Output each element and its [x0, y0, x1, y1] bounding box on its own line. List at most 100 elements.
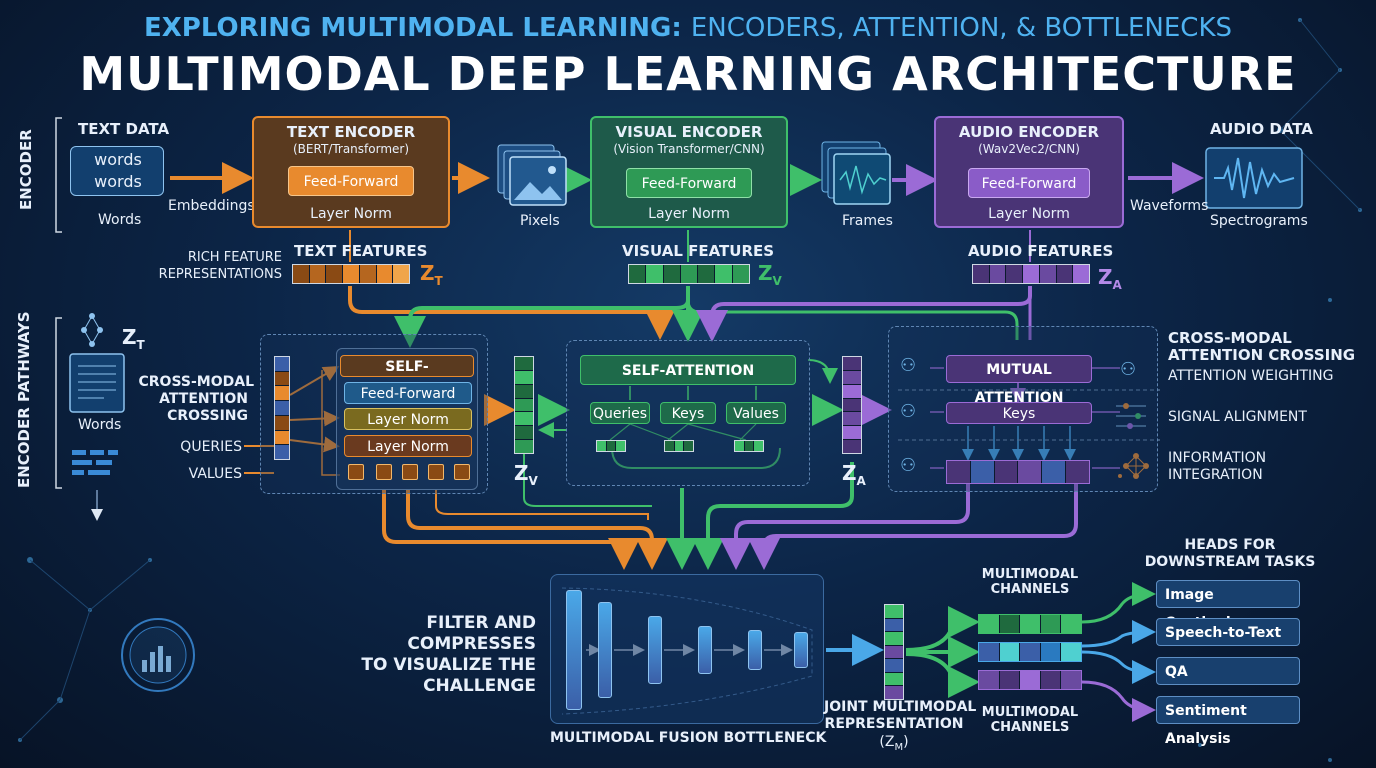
z-v-pathway-label: ZV [514, 461, 538, 488]
subtitle-rest: ENCODERS, ATTENTION, & BOTTLENECKS [690, 13, 1233, 43]
document-icon [69, 353, 125, 413]
mid-mini-bar-1 [596, 440, 626, 452]
background-network [18, 18, 1362, 762]
filter-line-3: TO VISUALIZE THE [361, 655, 536, 675]
frames-icon [821, 141, 891, 205]
audio-encoder-box: AUDIO ENCODER (Wav2Vec2/CNN) Feed-Forwar… [934, 116, 1124, 228]
task-qa: QA [1156, 657, 1300, 685]
joint-line-3: (ZM) [879, 734, 909, 753]
channel-bar-2 [978, 642, 1082, 662]
left-feed-forward: Feed-Forward [344, 382, 472, 404]
token-1 [348, 464, 364, 480]
pixels-label: Pixels [520, 213, 560, 229]
visual-features-label: VISUAL FEATURES [622, 242, 775, 260]
z-t-label: ZT [420, 261, 443, 288]
audio-encoder-ff: Feed-Forward [968, 168, 1090, 198]
right-node-icon-1: ⚇ [900, 355, 917, 376]
z-t-pathway-label: ZT [122, 325, 145, 352]
spectrograms-label: Spectrograms [1210, 213, 1308, 229]
bottleneck-layer-4 [698, 626, 712, 674]
token-3 [402, 464, 418, 480]
channel-bar-1 [978, 614, 1082, 634]
text-feature-bar [292, 264, 410, 284]
values-label: VALUES [188, 466, 242, 482]
audio-features-label: AUDIO FEATURES [968, 242, 1114, 260]
subtitle-bold: EXPLORING MULTIMODAL LEARNING: [143, 13, 682, 43]
heads-title-line-2: DOWNSTREAM TASKS [1144, 554, 1316, 570]
token-stripes-icon [72, 450, 118, 475]
cross-modal-line-3: CROSSING [167, 408, 248, 424]
token-4 [428, 464, 444, 480]
rich-feature-line-1: RICH FEATURE [187, 250, 282, 265]
text-encoder-norm: Layer Norm [310, 206, 392, 222]
bottleneck-layer-3 [648, 616, 662, 684]
visual-encoder-box: VISUAL ENCODER (Vision Transformer/CNN) … [590, 116, 788, 228]
mid-values: Values [726, 402, 786, 424]
audio-encoder-norm: Layer Norm [988, 206, 1070, 222]
embeddings-label: Embeddings [168, 198, 255, 214]
queries-label: QUERIES [180, 439, 242, 455]
bottleneck-layer-5 [748, 630, 762, 670]
audio-data-label: AUDIO DATA [1210, 120, 1313, 138]
text-encoder-title: TEXT ENCODER [286, 123, 416, 141]
left-layer-norm-1: Layer Norm [344, 408, 472, 430]
visual-feature-bar [628, 264, 750, 284]
words-line-1: words [94, 150, 142, 169]
words-line-2: words [94, 172, 142, 191]
left-layer-norm-2: Layer Norm [344, 435, 472, 457]
bottleneck-layer-1 [566, 590, 582, 710]
filter-line-1: FILTER AND [426, 613, 536, 633]
bottleneck-layer-6 [794, 632, 808, 668]
token-2 [376, 464, 392, 480]
mid-mini-bar-2 [664, 440, 694, 452]
network-icon [1118, 453, 1149, 479]
text-data-label: TEXT DATA [78, 120, 170, 138]
pathway-words-caption: Words [78, 417, 122, 433]
text-token-column [274, 356, 290, 460]
cross-modal-line-1: CROSS-MODAL [138, 374, 254, 390]
joint-line-2: REPRESENTATION [824, 716, 964, 732]
right-cross-line-1: CROSS-MODAL [1168, 329, 1292, 347]
audio-encoder-sub: (Wav2Vec2/CNN) [978, 142, 1080, 156]
text-encoder-sub: (BERT/Transformer) [292, 142, 410, 156]
audio-feature-bar [972, 264, 1090, 284]
bottleneck-label: MULTIMODAL FUSION BOTTLENECK [550, 730, 827, 746]
words-bubble: words words [70, 146, 164, 196]
information-line-1: INFORMATION [1168, 450, 1267, 466]
z-v-label: ZV [758, 261, 782, 288]
bottleneck-layer-2 [598, 602, 612, 698]
filter-line-2: COMPRESSES [407, 634, 536, 654]
rich-feature-line-2: REPRESENTATIONS [158, 267, 282, 282]
task-sentiment-analysis: Sentiment Analysis [1156, 696, 1300, 747]
information-line-2: INTEGRATION [1168, 467, 1263, 483]
joint-line-1: JOINT MULTIMODAL [824, 699, 977, 715]
filter-line-4: CHALLENGE [423, 676, 536, 696]
right-token-bar [946, 460, 1090, 484]
token-5 [454, 464, 470, 480]
right-mutual-attention: MUTUAL ATTENTION [946, 355, 1092, 406]
visual-encoder-norm: Layer Norm [648, 206, 730, 222]
z-a-label: ZA [1098, 265, 1122, 292]
right-node-icon-4: ⚇ [1120, 359, 1137, 380]
mid-mini-bar-3 [734, 440, 764, 452]
joint-representation-column [884, 604, 904, 700]
side-label-pathways: ENCODER PATHWAYS [15, 311, 33, 488]
right-keys: Keys [946, 402, 1092, 424]
mid-keys: Keys [660, 402, 716, 424]
channel-bar-3 [978, 670, 1082, 690]
right-node-icon-2: ⚇ [900, 401, 917, 422]
fusion-bottleneck-panel [550, 574, 824, 724]
visual-encoder-ff: Feed-Forward [626, 168, 752, 198]
mid-queries: Queries [590, 402, 650, 424]
tree-icon [81, 313, 103, 347]
pixels-icon [497, 144, 567, 206]
cross-modal-line-2: ATTENTION [159, 391, 248, 407]
waveform-icon [1205, 147, 1303, 209]
visual-encoder-title: VISUAL ENCODER [615, 123, 763, 141]
task-speech-to-text: Speech-to-Text [1156, 618, 1300, 646]
text-encoder-ff: Feed-Forward [288, 166, 414, 196]
heads-title-line-1: HEADS FOR [1184, 537, 1276, 553]
attention-weighting-label: ATTENTION WEIGHTING [1168, 368, 1334, 384]
